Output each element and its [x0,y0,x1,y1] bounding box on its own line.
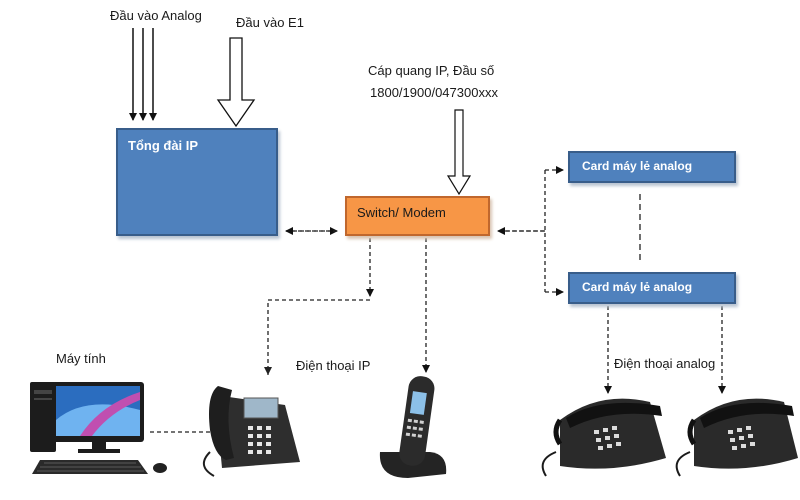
fiber-label-line2: 1800/1900/047300xxx [370,85,498,100]
analog-card-bottom: Card máy lẻ analog [568,272,736,304]
computer-label: Máy tính [56,351,106,366]
ip-pbx-node: Tổng đài IP [116,128,278,236]
switch-modem-node: Switch/ Modem [345,196,490,236]
analog-desk-phone-icon [541,398,666,477]
desktop-computer-icon [30,382,167,474]
ip-phone-label: Điện thoại IP [296,358,371,373]
fiber-label-line1: Cáp quang IP, Đầu số [368,63,495,78]
analog-card-bottom-label: Card máy lẻ analog [582,280,693,294]
ip-pbx-label: Tổng đài IP [128,138,199,153]
switch-modem-label: Switch/ Modem [357,205,446,220]
cordless-phone-icon [379,376,447,478]
analog-input-label: Đầu vào Analog [110,8,202,23]
e1-input-label: Đầu vào E1 [236,15,304,30]
analog-phone-label: Điện thoại analog [614,356,716,371]
analog-input-arrows [129,28,157,121]
ip-desk-phone-icon [203,386,300,477]
analog-card-top-label: Card máy lẻ analog [582,159,693,173]
analog-desk-phone-icon [675,398,798,477]
e1-input-arrow [216,37,256,128]
fiber-input-arrow [446,109,472,196]
dashed-links [150,166,726,433]
analog-card-top: Card máy lẻ analog [568,151,736,183]
